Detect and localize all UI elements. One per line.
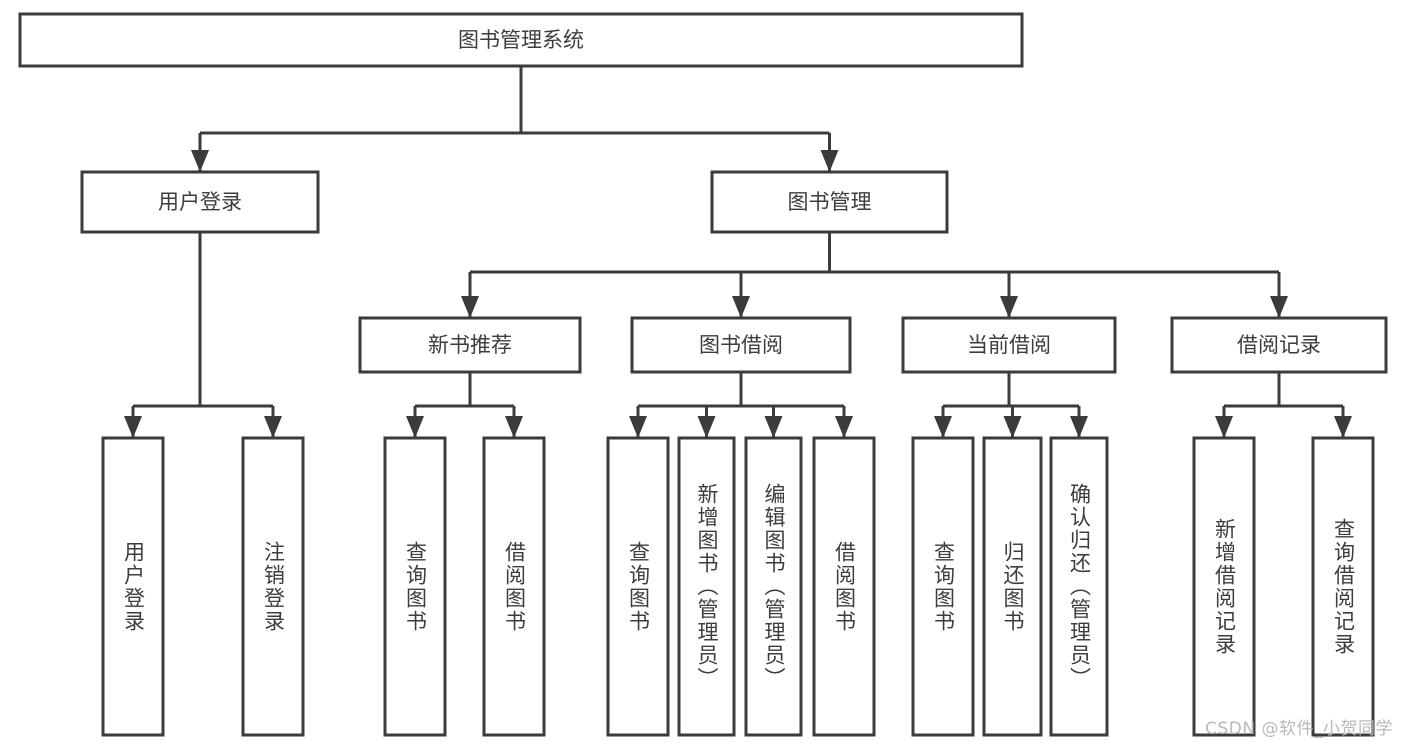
- node-box-borrow-record[interactable]: [1170, 316, 1388, 374]
- node-box-leaf-logout[interactable]: [241, 436, 305, 737]
- node-box-book-borrow[interactable]: [630, 316, 852, 374]
- arrow-head-icon: [406, 416, 424, 438]
- node-label-current-borrow: 当前借阅: [967, 333, 1051, 357]
- node-box-leaf-query-book-1[interactable]: [383, 436, 447, 737]
- node-box-root[interactable]: [18, 12, 1024, 68]
- arrow-head-icon: [191, 150, 209, 172]
- connectors-layer: [124, 66, 1352, 438]
- arrow-head-icon: [124, 416, 142, 438]
- node-label-root: 图书管理系统: [458, 28, 584, 52]
- node-box-leaf-borrow-book-2[interactable]: [812, 436, 876, 737]
- node-box-leaf-query-book-3[interactable]: [911, 436, 975, 737]
- node-box-new-book-recommend[interactable]: [358, 316, 582, 374]
- node-box-leaf-confirm-return[interactable]: [1049, 436, 1109, 737]
- boxes-layer: [18, 12, 1388, 737]
- watermark-text: CSDN @软件_小贺同学: [1205, 719, 1393, 739]
- arrow-head-icon: [461, 296, 479, 318]
- node-box-leaf-query-record[interactable]: [1311, 436, 1375, 737]
- node-box-user-login[interactable]: [80, 170, 320, 234]
- arrow-head-icon: [764, 416, 783, 438]
- arrow-head-icon: [934, 416, 952, 438]
- arrow-head-icon: [505, 416, 523, 438]
- node-box-current-borrow[interactable]: [901, 316, 1117, 374]
- arrow-head-icon: [1070, 416, 1088, 438]
- node-box-leaf-return-book[interactable]: [982, 436, 1043, 737]
- arrow-head-icon: [1215, 416, 1233, 438]
- arrow-head-icon: [732, 296, 750, 318]
- arrow-head-icon: [1270, 296, 1288, 318]
- node-box-leaf-add-book[interactable]: [677, 436, 736, 737]
- arrow-head-icon: [835, 416, 853, 438]
- node-label-borrow-record: 借阅记录: [1237, 333, 1321, 357]
- arrow-head-icon: [1000, 296, 1018, 318]
- arrow-head-icon: [1334, 416, 1352, 438]
- node-box-leaf-user-login[interactable]: [101, 436, 165, 737]
- node-label-book-borrow: 图书借阅: [699, 333, 783, 357]
- arrow-head-icon: [697, 416, 716, 438]
- arrow-head-icon: [264, 416, 282, 438]
- node-label-user-login: 用户登录: [158, 190, 242, 214]
- node-label-new-book-recommend: 新书推荐: [428, 333, 512, 357]
- arrow-head-icon: [629, 416, 647, 438]
- node-box-leaf-edit-book[interactable]: [744, 436, 803, 737]
- node-box-leaf-query-book-2[interactable]: [606, 436, 670, 737]
- node-box-leaf-add-record[interactable]: [1192, 436, 1256, 737]
- arrow-head-icon: [820, 150, 839, 172]
- node-box-leaf-borrow-book-1[interactable]: [482, 436, 546, 737]
- node-label-book-manage: 图书管理: [788, 190, 872, 214]
- node-box-book-manage[interactable]: [710, 170, 949, 234]
- arrow-head-icon: [1003, 416, 1022, 438]
